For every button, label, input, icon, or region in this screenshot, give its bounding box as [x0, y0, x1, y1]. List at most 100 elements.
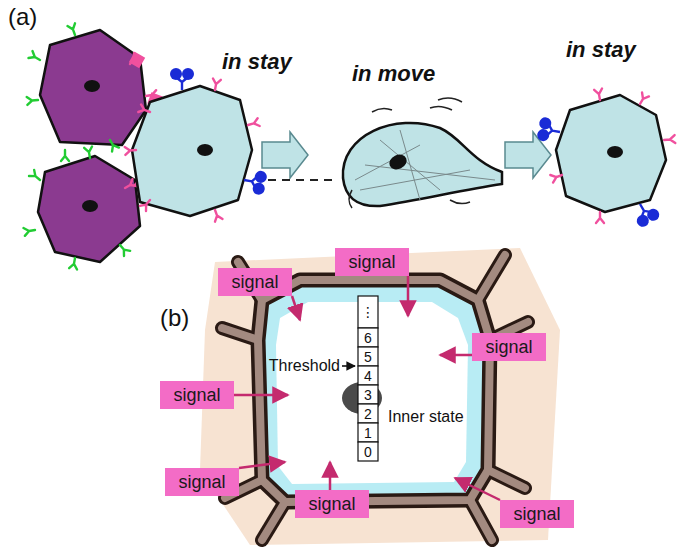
receptor-symbol	[28, 51, 42, 63]
cell-wall	[258, 280, 490, 502]
cell-wall-outer	[470, 500, 492, 540]
cell-wall-outer	[488, 470, 525, 488]
inner-state-label: Inner state	[388, 408, 464, 426]
receptor-symbol	[138, 104, 151, 115]
ligand-ball	[254, 170, 268, 184]
state-column	[358, 296, 378, 461]
receptor-symbol	[69, 257, 79, 269]
cell-in-stay	[132, 86, 252, 216]
cytoplasm	[276, 302, 468, 484]
signal-box: signal	[472, 333, 546, 361]
receptor-symbol	[27, 96, 39, 105]
ligand-ball	[170, 68, 182, 80]
motion-line	[450, 200, 470, 204]
signal-box: signal	[160, 381, 234, 409]
state-cell	[358, 347, 378, 366]
cell-wall	[222, 328, 258, 340]
cytoskeleton-fiber	[360, 170, 470, 190]
receptor-symbol	[664, 135, 676, 144]
ligand-ball	[252, 182, 266, 196]
state-value: ⋮	[358, 296, 378, 328]
ligand-symbol	[129, 52, 145, 68]
motion-line	[438, 98, 462, 102]
receptor-symbol	[211, 78, 221, 90]
receptor-symbol	[61, 150, 69, 161]
cell-in-move	[343, 123, 502, 206]
receptor-symbol	[125, 146, 137, 155]
threshold-label: Threshold	[269, 357, 340, 375]
state-title: in move	[352, 62, 435, 86]
transition-arrow	[262, 132, 308, 178]
state-value: 1	[358, 423, 378, 442]
signal-arrow	[329, 462, 332, 490]
receptor-symbol	[637, 92, 649, 106]
signal-box: signal	[165, 468, 239, 496]
state-cell	[358, 442, 378, 461]
state-cell	[358, 404, 378, 423]
signal-label: signal	[513, 505, 560, 523]
signal-arrows	[234, 276, 500, 500]
receptor-symbol	[211, 209, 222, 222]
signal-label: signal	[348, 253, 395, 271]
ligand-ball	[538, 116, 552, 130]
nucleus	[84, 80, 100, 92]
signal-label: signal	[485, 338, 532, 356]
state-value: 2	[358, 404, 378, 423]
receptor-symbol	[247, 118, 260, 129]
ligand-ball	[182, 68, 194, 80]
signal-arrow	[292, 296, 300, 320]
cell-wall	[470, 500, 492, 540]
signal-arrow	[239, 462, 285, 468]
state-value: 3	[358, 385, 378, 404]
nucleus	[82, 200, 98, 212]
signal-label: signal	[231, 273, 278, 291]
receptor-symbol	[29, 170, 43, 183]
cell-wall	[488, 470, 525, 488]
cell-wall-outer	[262, 502, 285, 540]
signal-arrow	[440, 354, 472, 357]
cell-wall-outer	[478, 255, 505, 300]
signal-arrow	[407, 276, 410, 316]
signal-label: signal	[173, 386, 220, 404]
bound-molecule	[630, 198, 662, 229]
receptor-symbol	[550, 171, 563, 182]
cell-wall-outer	[258, 280, 490, 502]
threshold-pointer	[342, 365, 355, 367]
signalling-cell	[38, 156, 140, 262]
state-title: in stay	[566, 38, 636, 62]
bound-molecule	[242, 168, 268, 195]
panel-a	[23, 23, 675, 269]
ligand-ball	[635, 213, 651, 229]
receptor-symbol	[84, 146, 94, 158]
motion-line	[372, 108, 392, 112]
signal-box: signal	[335, 248, 409, 276]
receptor-symbol	[594, 88, 604, 100]
panel-letter: (b)	[160, 305, 189, 331]
signal-box: signal	[218, 268, 292, 296]
nucleus	[607, 146, 623, 158]
state-cell	[358, 328, 378, 347]
cell-wall	[478, 255, 505, 300]
state-cell	[358, 385, 378, 404]
bound-molecule	[170, 68, 194, 90]
nucleus	[197, 144, 213, 156]
state-cell	[358, 296, 378, 328]
signal-arrow	[455, 478, 500, 500]
nucleus	[387, 152, 409, 172]
receptor-symbol	[107, 138, 119, 152]
state-value: 5	[358, 347, 378, 366]
motion-line	[349, 190, 352, 208]
receptor-symbol	[117, 242, 130, 256]
signalling-cell	[40, 30, 146, 145]
motion-trail	[268, 179, 335, 181]
receptor-symbol	[596, 212, 604, 223]
signal-box: signal	[295, 490, 369, 518]
signal-label: signal	[178, 473, 225, 491]
state-cell	[358, 423, 378, 442]
cytoskeleton-fiber	[365, 165, 495, 180]
cytoskeleton-fiber	[355, 145, 420, 180]
signal-label: signal	[308, 495, 355, 513]
